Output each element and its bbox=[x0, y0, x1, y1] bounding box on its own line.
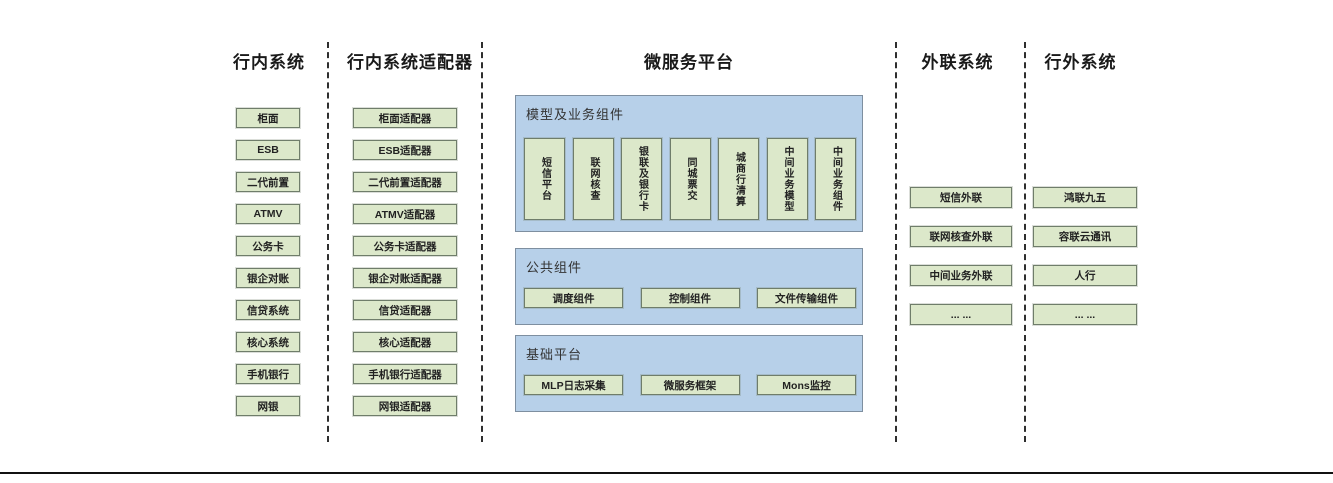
internal-system-box: 核心系统 bbox=[236, 332, 300, 352]
column-title-internal-adapters: 行内系统适配器 bbox=[347, 53, 473, 72]
model-component-box: 城商行清算 bbox=[718, 138, 759, 220]
model-component-box: 中间业务模型 bbox=[766, 138, 808, 220]
model-component-box: 联网核查 bbox=[572, 138, 614, 220]
internal-system-box: 公务卡 bbox=[236, 236, 300, 256]
common-component-box: 控制组件 bbox=[640, 288, 740, 308]
column-divider-1 bbox=[327, 42, 329, 442]
outreach-system-box: 中间业务外联 bbox=[910, 265, 1012, 286]
adapter-box: 信贷适配器 bbox=[353, 300, 457, 320]
model-business-components-panel: 模型及业务组件 短信平台联网核查银联及银行卡同城票交城商行清算中间业务模型中间业… bbox=[515, 95, 863, 232]
outreach-system-box: ... ... bbox=[910, 304, 1012, 325]
outreach-system-box: 联网核查外联 bbox=[910, 226, 1012, 247]
column-title-microservice-platform: 微服务平台 bbox=[644, 53, 734, 72]
adapter-box: 手机银行适配器 bbox=[353, 364, 457, 384]
internal-system-box: 信贷系统 bbox=[236, 300, 300, 320]
model-business-components-list: 短信平台联网核查银联及银行卡同城票交城商行清算中间业务模型中间业务组件 bbox=[524, 138, 856, 220]
internal-adapters-list: 柜面适配器 ESB适配器二代前置适配器 ATMV适配器公务卡适配器银企对账适配器信贷… bbox=[353, 108, 457, 416]
base-platform-panel: 基础平台 MLP日志采集微服务框架 Mons监控 bbox=[515, 335, 863, 412]
common-component-box: 文件传输组件 bbox=[757, 288, 856, 308]
adapter-box: ATMV适配器 bbox=[353, 204, 457, 224]
column-title-internal-systems: 行内系统 bbox=[233, 53, 305, 72]
base-platform-box: MLP日志采集 bbox=[524, 375, 623, 395]
adapter-box: 核心适配器 bbox=[353, 332, 457, 352]
internal-system-box: ESB bbox=[236, 140, 300, 160]
adapter-box: 柜面适配器 bbox=[353, 108, 457, 128]
internal-system-box: 网银 bbox=[236, 396, 300, 416]
common-components-list: 调度组件控制组件文件传输组件 bbox=[524, 288, 856, 308]
column-title-outside-systems: 行外系统 bbox=[1044, 53, 1117, 72]
model-component-box: 银联及银行卡 bbox=[621, 138, 662, 220]
adapter-box: 公务卡适配器 bbox=[353, 236, 457, 256]
base-platform-box: 微服务框架 bbox=[640, 375, 740, 395]
outreach-system-box: 短信外联 bbox=[910, 187, 1012, 208]
common-components-panel: 公共组件 调度组件控制组件文件传输组件 bbox=[515, 248, 863, 325]
internal-system-box: 柜面 bbox=[236, 108, 300, 128]
adapter-box: 银企对账适配器 bbox=[353, 268, 457, 288]
model-component-box: 中间业务组件 bbox=[815, 138, 856, 220]
column-divider-2 bbox=[481, 42, 483, 442]
column-divider-4 bbox=[1024, 42, 1026, 442]
internal-systems-list: 柜面 ESB 二代前置 ATMV 公务卡银企对账信贷系统核心系统手机银行网银 bbox=[236, 108, 300, 416]
model-business-components-label: 模型及业务组件 bbox=[526, 107, 625, 122]
column-title-outreach-systems: 外联系统 bbox=[921, 53, 994, 72]
adapter-box: ESB适配器 bbox=[353, 140, 457, 160]
internal-system-box: 二代前置 bbox=[236, 172, 300, 192]
common-component-box: 调度组件 bbox=[524, 288, 623, 308]
outreach-systems-list: 短信外联联网核查外联中间业务外联 ... ... bbox=[910, 187, 1012, 325]
column-divider-3 bbox=[895, 42, 897, 442]
internal-system-box: 银企对账 bbox=[236, 268, 300, 288]
internal-system-box: ATMV bbox=[236, 204, 300, 224]
adapter-box: 二代前置适配器 bbox=[353, 172, 457, 192]
base-platform-label: 基础平台 bbox=[526, 347, 583, 362]
model-component-box: 同城票交 bbox=[669, 138, 711, 220]
internal-system-box: 手机银行 bbox=[236, 364, 300, 384]
outside-system-box: 鸿联九五 bbox=[1033, 187, 1137, 208]
bottom-rule bbox=[0, 472, 1333, 474]
common-components-label: 公共组件 bbox=[526, 260, 583, 275]
base-platform-list: MLP日志采集微服务框架 Mons监控 bbox=[524, 375, 856, 395]
outside-system-box: 人行 bbox=[1033, 265, 1137, 286]
model-component-box: 短信平台 bbox=[524, 138, 565, 220]
outside-system-box: ... ... bbox=[1033, 304, 1137, 325]
base-platform-box: Mons监控 bbox=[757, 375, 856, 395]
outside-systems-list: 鸿联九五容联云通讯人行 ... ... bbox=[1033, 187, 1137, 325]
adapter-box: 网银适配器 bbox=[353, 396, 457, 416]
outside-system-box: 容联云通讯 bbox=[1033, 226, 1137, 247]
